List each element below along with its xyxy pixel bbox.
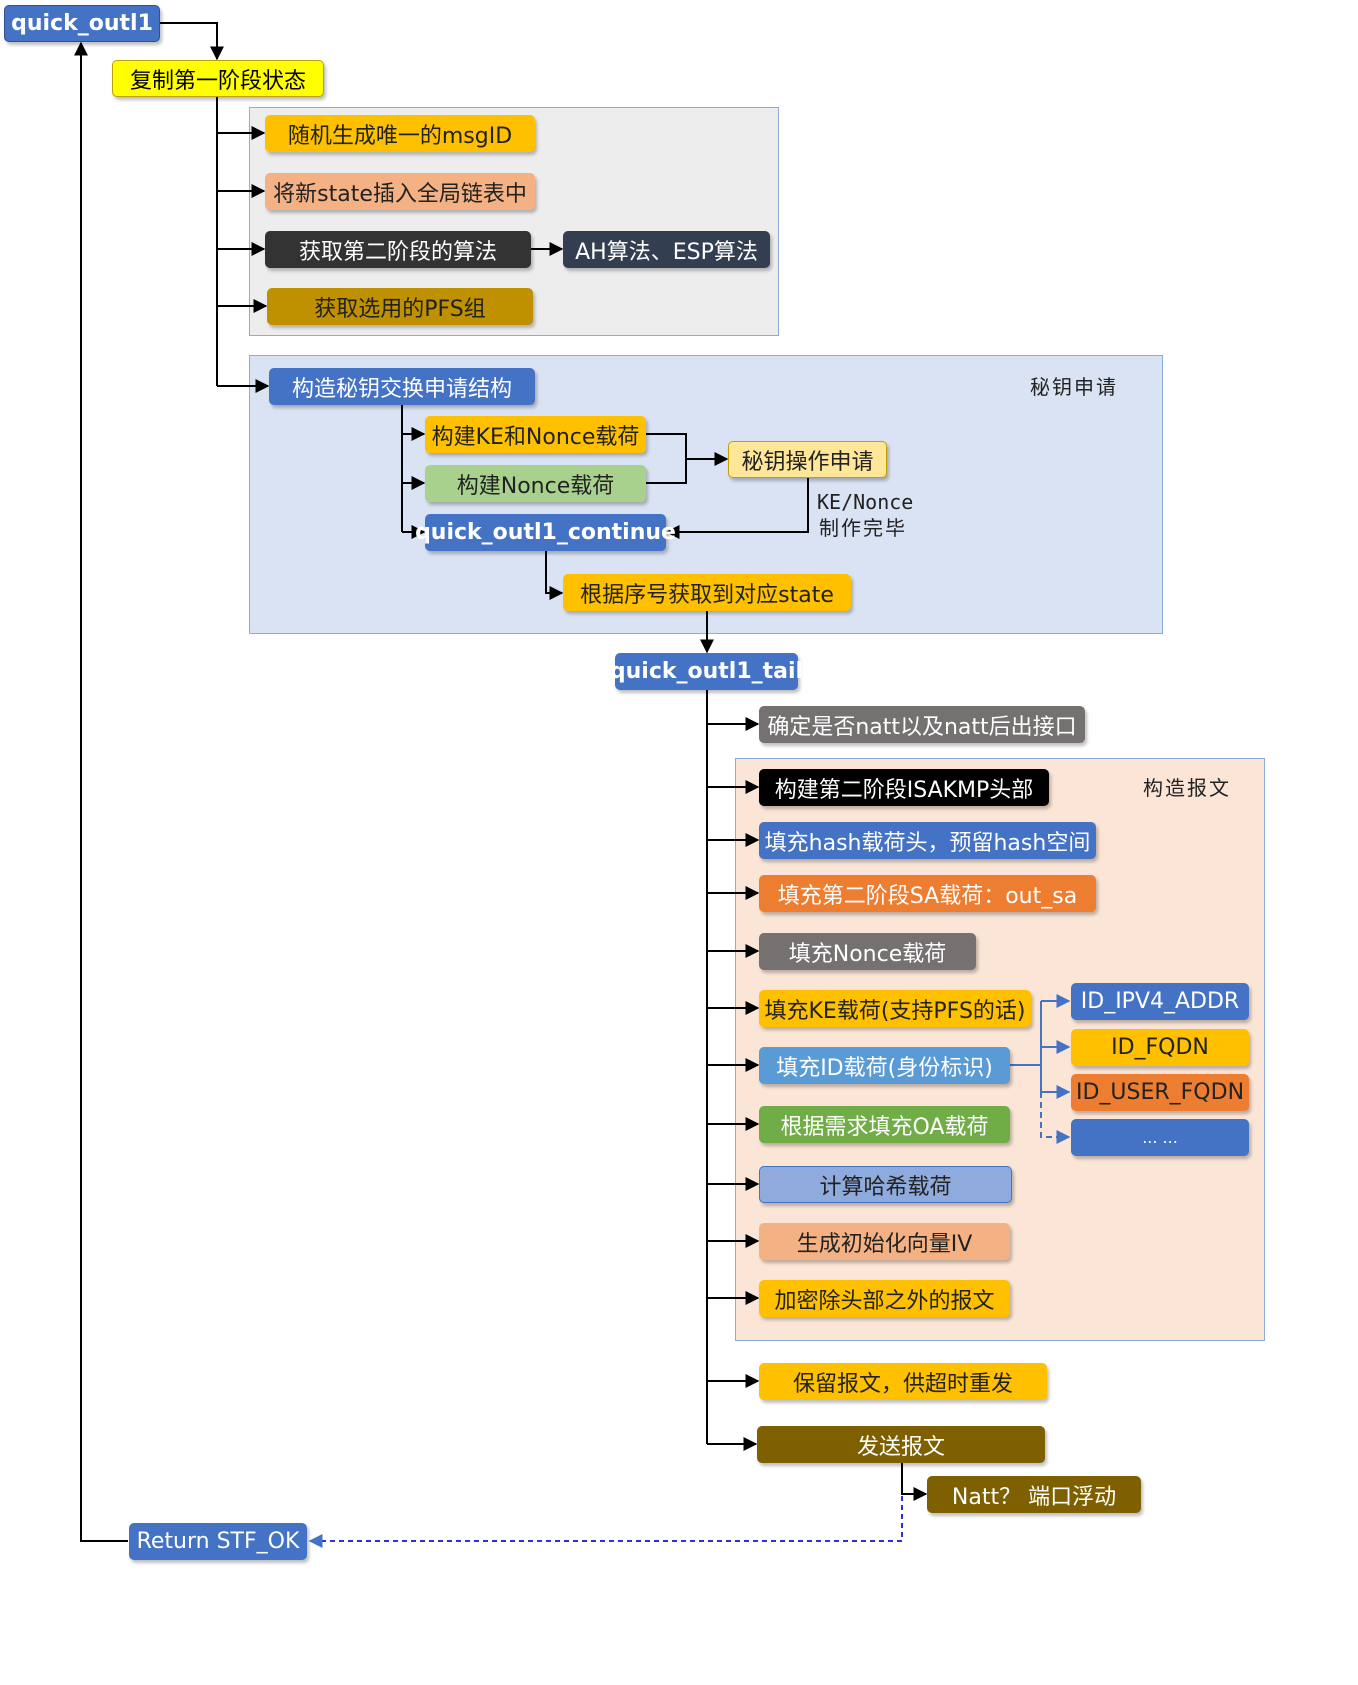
node-ah-esp: AH算法、ESP算法: [563, 231, 770, 268]
node-id-ipv4: ID_IPV4_ADDR: [1071, 983, 1249, 1020]
node-insert-state: 将新state插入全局链表中: [265, 173, 535, 210]
note-build-message: 构造报文: [1143, 776, 1231, 800]
node-keep-msg: 保留报文，供超时重发: [759, 1363, 1047, 1400]
node-build-ke-nonce: 构建KE和Nonce载荷: [425, 416, 646, 453]
node-nonce-payload: 填充Nonce载荷: [759, 933, 976, 970]
node-get-state-by-seq: 根据序号获取到对应state: [563, 574, 851, 611]
note-ke-nonce-done-line2: 制作完毕: [819, 516, 907, 540]
node-ke-payload: 填充KE载荷(支持PFS的话): [759, 990, 1031, 1027]
node-sa-payload: 填充第二阶段SA载荷：out_sa: [759, 875, 1096, 912]
node-tail: quick_outl1_tail: [610, 653, 803, 690]
node-id-user-fqdn: ID_USER_FQDN: [1071, 1074, 1249, 1111]
node-send-msg: 发送报文: [757, 1426, 1045, 1463]
node-random-msgid: 随机生成唯一的msgID: [265, 115, 535, 152]
node-calc-hash: 计算哈希载荷: [759, 1166, 1012, 1203]
node-return-ok: Return STF_OK: [129, 1523, 307, 1560]
node-id-more: ... ...: [1071, 1119, 1249, 1156]
node-id-fqdn: ID_FQDN: [1071, 1029, 1249, 1066]
node-natt-port: Natt？ 端口浮动: [927, 1476, 1141, 1513]
node-copy-state: 复制第一阶段状态: [112, 60, 324, 97]
node-continue: quick_outl1_continue: [415, 514, 676, 551]
node-build-key-req: 构造秘钥交换申请结构: [269, 368, 535, 405]
node-get-algo: 获取第二阶段的算法: [265, 231, 531, 268]
node-natt-iface: 确定是否natt以及natt后出接口: [759, 706, 1085, 743]
node-hash-hdr: 填充hash载荷头，预留hash空间: [759, 822, 1096, 859]
note-ke-nonce-done-line1: KE/Nonce: [817, 490, 914, 514]
node-isakmp-hdr: 构建第二阶段ISAKMP头部: [759, 769, 1049, 806]
node-quick-outl1: quick_outl1: [4, 5, 160, 42]
node-gen-iv: 生成初始化向量IV: [759, 1223, 1010, 1260]
node-key-op-req: 秘钥操作申请: [728, 441, 887, 478]
node-build-nonce: 构建Nonce载荷: [425, 465, 646, 502]
node-id-payload: 填充ID载荷(身份标识): [759, 1047, 1010, 1084]
node-encrypt: 加密除头部之外的报文: [759, 1280, 1010, 1317]
note-key-request: 秘钥申请: [1030, 375, 1118, 399]
node-oa-payload: 根据需求填充OA载荷: [759, 1106, 1010, 1143]
node-get-pfs: 获取选用的PFS组: [267, 288, 533, 325]
